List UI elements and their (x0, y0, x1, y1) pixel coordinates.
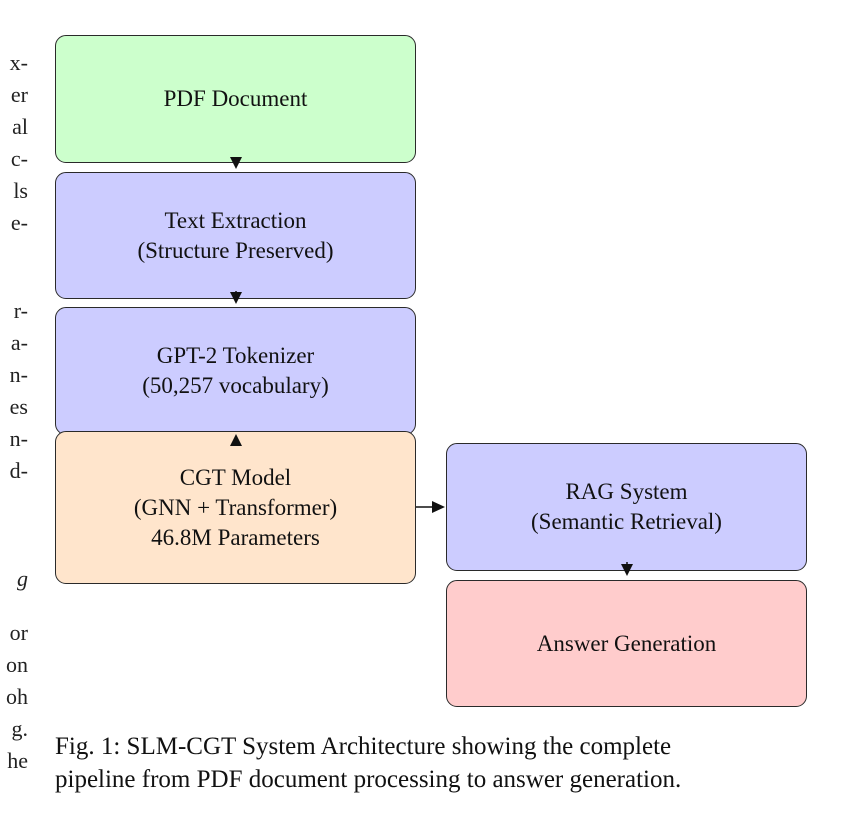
caption-line: pipeline from PDF document processing to… (55, 766, 682, 793)
edge-cgt-to-tokenizer (230, 434, 242, 446)
side-text-line: or (9, 620, 28, 645)
node-label: PDF Document (163, 86, 308, 111)
figure-caption: Fig. 1: SLM-CGT System Architecture show… (55, 730, 815, 796)
side-text-line: a- (10, 330, 28, 355)
node-pdf-document: PDF Document (55, 35, 416, 163)
side-text-line: x- (9, 50, 28, 75)
side-text-line: g. (11, 716, 29, 741)
side-text-line: n- (9, 426, 28, 451)
side-text-line: r- (13, 298, 28, 323)
arrowhead-icon (230, 157, 242, 169)
side-text-line: oh (6, 684, 28, 709)
arrowhead-icon (230, 292, 242, 304)
node-sublabel: (Structure Preserved) (137, 237, 334, 263)
edge-text-to-tokenizer (230, 291, 242, 304)
node-label: Text Extraction (164, 207, 307, 233)
edge-cgt-to-rag (416, 501, 445, 513)
side-text-line: al (12, 114, 28, 139)
side-text-line: c- (10, 146, 28, 171)
edge-rag-to-answer (621, 562, 633, 576)
node-sublabel: (GNN + Transformer) (133, 494, 338, 520)
arrowhead-icon (432, 501, 445, 513)
side-text-line: d- (9, 458, 28, 483)
arrowhead-icon (230, 434, 242, 446)
node-cgt-model: CGT Model (GNN + Transformer) 46.8M Para… (55, 431, 416, 584)
node-sublabel: (50,257 vocabulary) (142, 373, 329, 398)
edge-pdf-to-text (230, 157, 242, 169)
caption-line: Fig. 1: SLM-CGT System Architecture show… (55, 733, 672, 760)
side-text-line: on (6, 652, 28, 677)
side-text-line: n- (9, 362, 28, 387)
side-text-line: e- (10, 210, 28, 235)
node-label: RAG System (565, 479, 688, 504)
node-sublabel: 46.8M Parameters (151, 524, 320, 550)
side-text-line: ls (13, 178, 28, 203)
node-label: Answer Generation (536, 630, 717, 656)
side-text-line: g (17, 566, 28, 591)
side-text-line: he (7, 748, 28, 773)
arrowhead-icon (621, 564, 633, 576)
node-gpt2-tokenizer: GPT-2 Tokenizer (50,257 vocabulary) (55, 307, 416, 435)
side-text-line: es (9, 394, 28, 419)
node-label: CGT Model (179, 464, 292, 490)
side-text-line: er (10, 82, 28, 107)
node-text-extraction: Text Extraction (Structure Preserved) (55, 172, 416, 299)
node-rag-system: RAG System (Semantic Retrieval) (446, 443, 807, 571)
node-sublabel: (Semantic Retrieval) (531, 509, 722, 534)
node-label: GPT-2 Tokenizer (156, 343, 315, 368)
node-answer-generation: Answer Generation (446, 580, 807, 707)
